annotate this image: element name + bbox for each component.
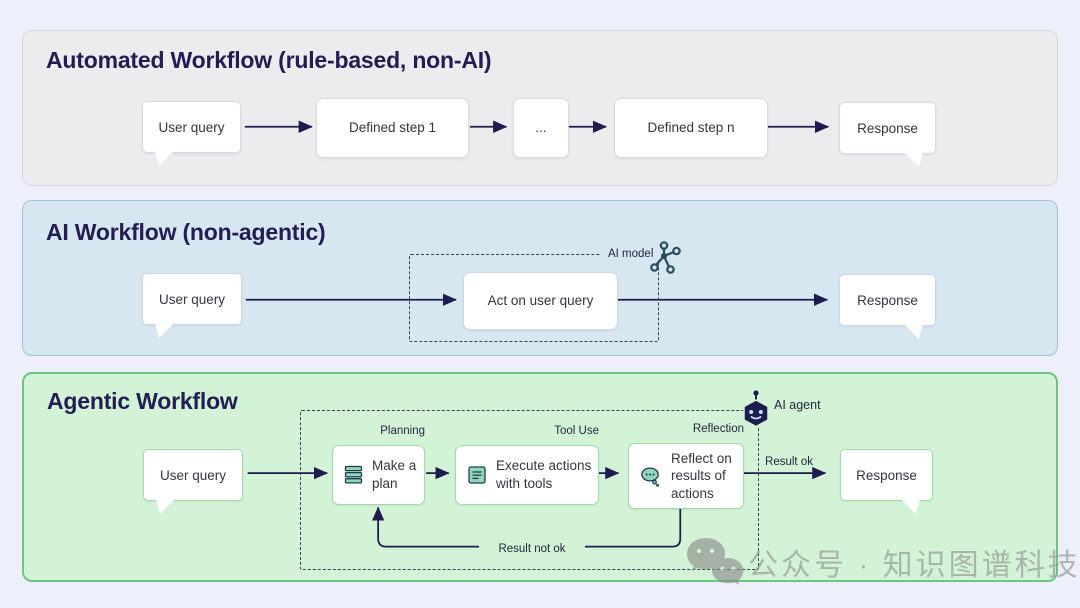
agentic-response-label: Response [856,467,917,483]
ai-act-label: Act on user query [487,293,594,309]
automated-step1-box: Defined step 1 [316,98,469,158]
panel-automated-workflow: Automated Workflow (rule-based, non-AI) … [22,30,1058,186]
panel-agentic-workflow: Agentic Workflow User query [22,372,1058,582]
ai-act-box: Act on user query [463,272,618,330]
automated-stepn-box: Defined step n [614,98,768,158]
execute-actions-box: Execute actions with tools [455,445,599,505]
automated-user-query-label: User query [158,119,225,135]
tools-document-icon [467,465,487,485]
ai-model-label: AI model [601,248,661,260]
automated-ellipsis-label: ... [535,120,547,136]
result-ok-label: Result ok [765,456,813,468]
agent-boundary-box [300,410,759,570]
ai-agent-label: AI agent [774,398,821,412]
ai-agent-robot-icon [743,390,769,428]
automated-ellipsis-box: ... [513,98,569,158]
reflection-thought-bubble-icon [640,466,662,487]
agentic-user-query-label: User query [159,467,227,483]
panel-agentic-title: Agentic Workflow [47,388,238,414]
panel-automated-title: Automated Workflow (rule-based, non-AI) [46,47,492,73]
automated-step1-label: Defined step 1 [348,120,437,136]
plan-stack-icon [344,465,363,485]
tool-use-label: Tool Use [554,425,599,437]
planning-label: Planning [380,425,425,437]
reflection-label: Reflection [692,423,744,435]
result-not-ok-label: Result not ok [479,543,585,555]
automated-user-query-bubble: User query [142,101,241,153]
execute-actions-label: Execute actions with tools [496,458,592,491]
ai-model-boundary-box [409,254,659,342]
reflect-label: Reflect on results of actions [671,450,732,501]
ai-model-molecule-icon [650,241,681,274]
automated-stepn-label: Defined step n [647,120,735,136]
agentic-response-bubble: Response [840,449,933,501]
ai-user-query-label: User query [158,291,226,307]
panel-ai-workflow: AI Workflow (non-agentic) User query AI … [22,200,1058,356]
automated-response-bubble: Response [839,102,936,154]
make-plan-box: Make a plan [332,445,425,505]
ai-response-bubble: Response [839,274,936,326]
reflect-box: Reflect on results of actions [628,443,744,509]
panel-ai-title: AI Workflow (non-agentic) [46,219,326,245]
ai-response-label: Response [857,292,918,308]
automated-response-label: Response [857,120,918,136]
ai-user-query-bubble: User query [142,273,242,325]
agentic-user-query-bubble: User query [143,449,243,501]
make-plan-label: Make a plan [372,458,417,491]
